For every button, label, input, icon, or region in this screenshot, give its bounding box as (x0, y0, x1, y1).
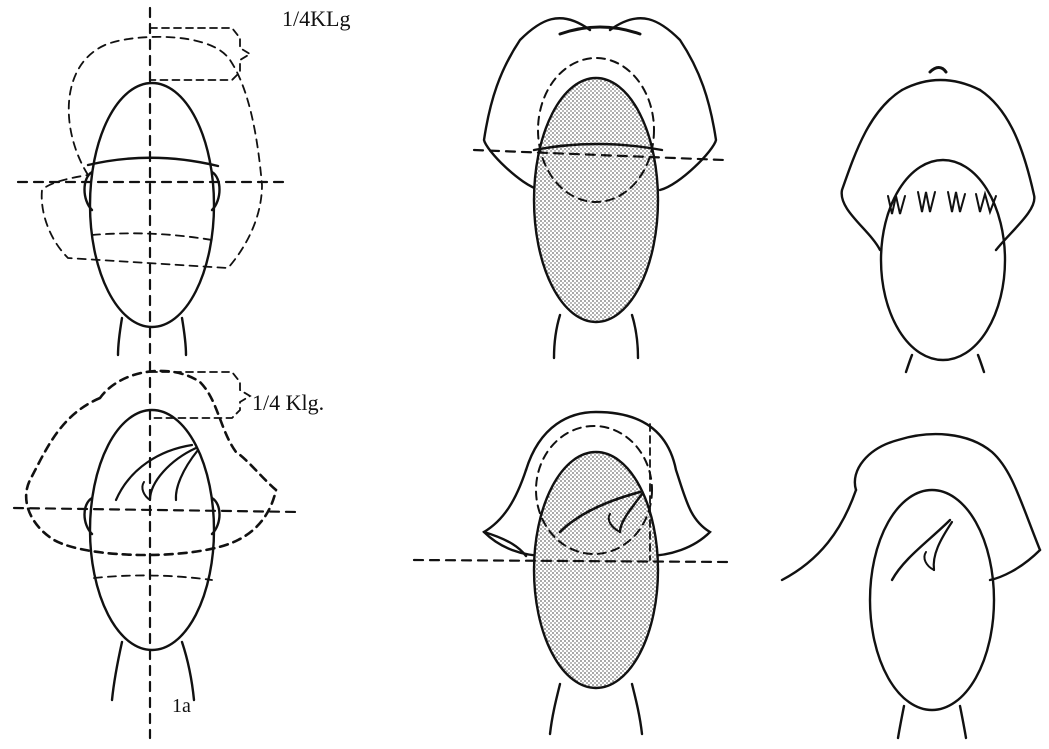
panel-front-guide-shaded-flick (414, 412, 730, 734)
proportion-label-top: 1/4KLg (282, 6, 350, 32)
panel-front-finished-fringe (842, 68, 1035, 373)
panel-front-guide-top (18, 8, 284, 355)
panel-front-finished-flick (782, 434, 1040, 738)
figure-label: 1a (172, 695, 191, 718)
panel-front-guide-shaded (474, 18, 724, 358)
proportion-label-bottom: 1/4 Klg. (252, 390, 324, 416)
panel-front-guide-bottom (14, 362, 300, 738)
